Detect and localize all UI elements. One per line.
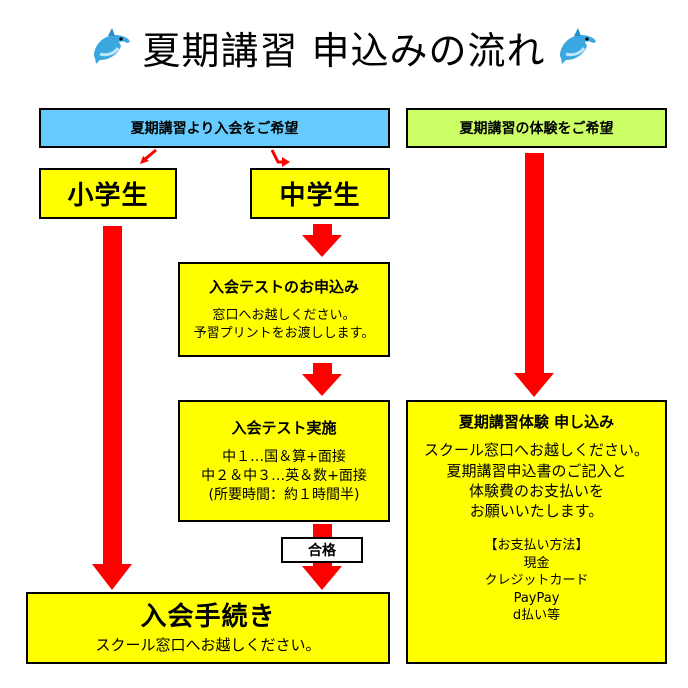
payment-method: PayPay: [513, 590, 560, 606]
branch-arrow-elementary: [140, 148, 157, 164]
right-header: 夏期講習の体験をご希望: [406, 108, 667, 148]
payment-method: 現金: [523, 555, 550, 571]
enroll-sub: スクール窓口へお越しください。: [95, 636, 321, 655]
payment-method: クレジットカード: [484, 573, 589, 589]
left-header-label: 夏期講習より入会をご希望: [130, 121, 299, 137]
right-header-label: 夏期講習の体験をご希望: [459, 121, 614, 137]
trial-line: お願いいたします。: [469, 502, 604, 520]
test-exec-line: (所要時間：約１時間半): [208, 486, 360, 503]
enroll-box: 入会手続き スクール窓口へお越しください。: [26, 592, 390, 664]
test-apply-line: 予習プリントをお渡しします。: [193, 325, 375, 341]
branch-arrow-junior: [270, 149, 290, 167]
test-apply-heading: 入会テストのお申込み: [208, 277, 359, 296]
trial-line: 体験費のお支払いを: [468, 481, 604, 500]
arrow-trial: [514, 153, 554, 397]
trial-line: スクール窓口へお越しください。: [423, 441, 649, 460]
test-exec-box: 入会テスト実施 中１…国＆算+面接 中２＆中３…英＆数+面接 (所要時間：約１時…: [178, 400, 390, 522]
pass-label-text: 合格: [308, 543, 336, 559]
title-text: 夏期講習 申込みの流れ: [142, 28, 546, 73]
dolphin-icon: [88, 24, 134, 70]
arrow-junior-to-test-apply: [302, 224, 342, 258]
arrow-test-apply-to-exec: [302, 363, 342, 397]
dolphin-icon: [554, 24, 600, 70]
pass-label: 合格: [281, 537, 363, 563]
test-exec-heading: 入会テスト実施: [231, 418, 337, 437]
test-exec-line: 中１…国＆算+面接: [222, 448, 346, 465]
junior-box: 中学生: [250, 168, 390, 219]
trial-box: 夏期講習体験 申し込み スクール窓口へお越しください。 夏期講習申込書のご記入と…: [406, 400, 667, 664]
payment-method: d払い等: [512, 608, 561, 624]
enroll-heading: 入会手続き: [140, 602, 276, 633]
payment-heading: 【お支払い方法】: [484, 538, 589, 554]
page-title: 夏期講習 申込みの流れ: [0, 14, 688, 80]
left-header: 夏期講習より入会をご希望: [39, 108, 390, 148]
elementary-label: 小学生: [67, 181, 149, 211]
junior-label: 中学生: [279, 181, 361, 211]
elementary-box: 小学生: [39, 168, 177, 219]
arrow-elementary-to-enroll: [92, 226, 132, 590]
test-exec-line: 中２＆中３…英＆数+面接: [201, 467, 367, 484]
test-apply-line: 窓口へお越しください。: [212, 308, 356, 324]
trial-line: 夏期講習申込書のご記入と: [446, 461, 627, 480]
trial-heading: 夏期講習体験 申し込み: [458, 413, 615, 431]
test-apply-box: 入会テストのお申込み 窓口へお越しください。 予習プリントをお渡しします。: [178, 262, 390, 357]
